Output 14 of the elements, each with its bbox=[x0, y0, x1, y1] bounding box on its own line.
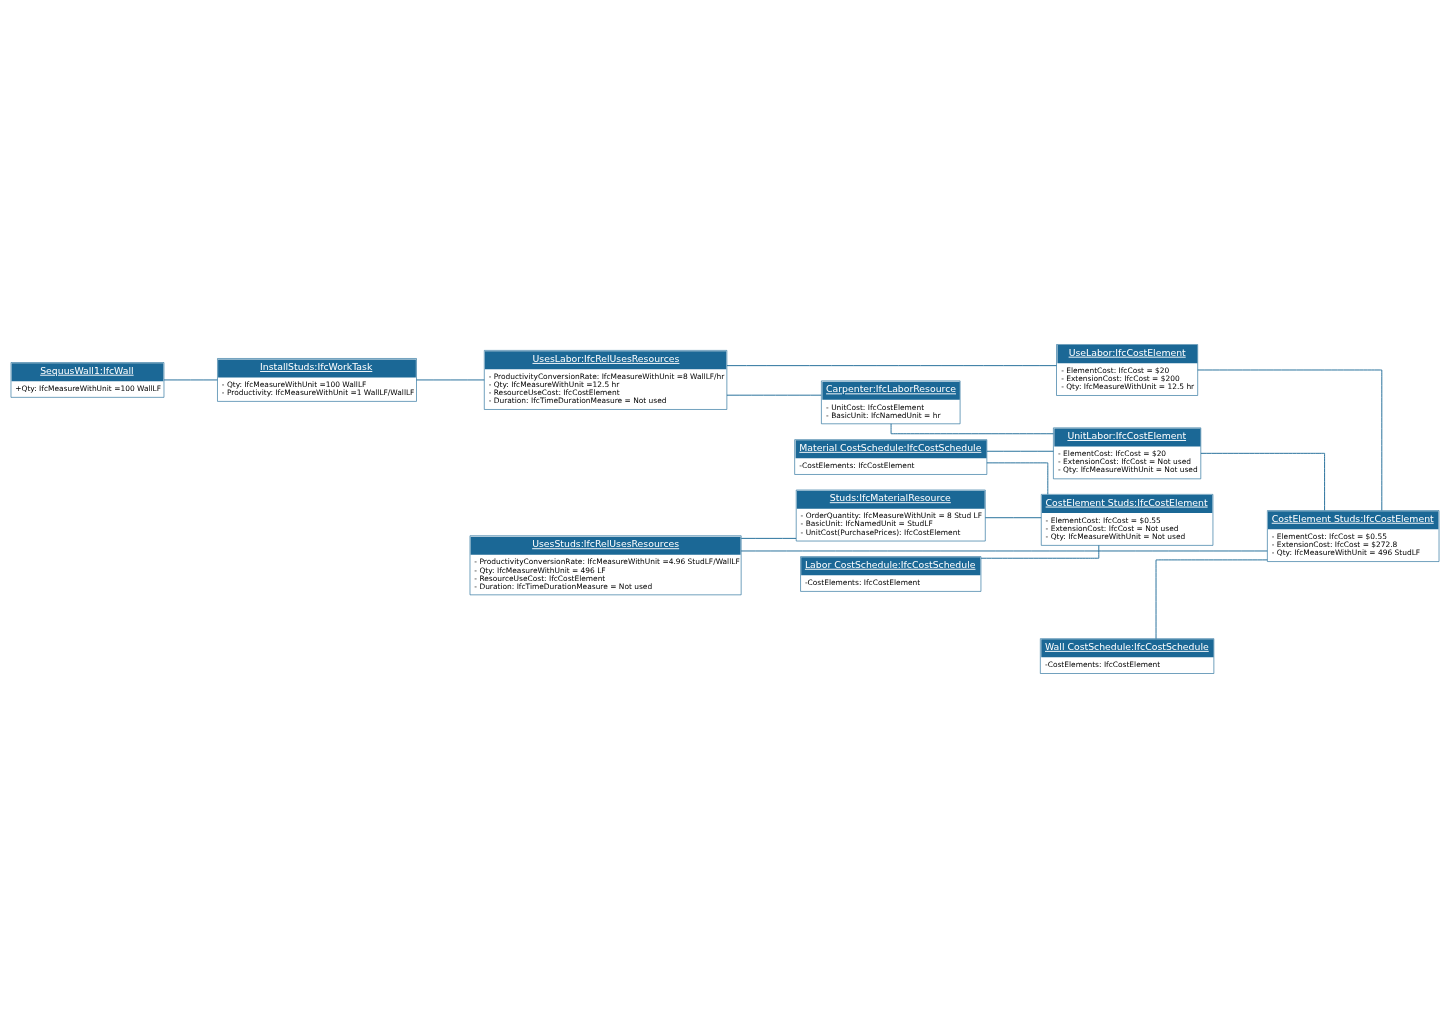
connector bbox=[1197, 369, 1383, 511]
connector bbox=[890, 423, 1054, 435]
connector bbox=[1200, 452, 1326, 511]
connector bbox=[163, 379, 218, 381]
connector bbox=[986, 450, 1054, 452]
connector bbox=[416, 379, 485, 381]
connector bbox=[740, 537, 797, 539]
connector bbox=[986, 462, 1049, 495]
connector bbox=[980, 545, 1100, 559]
connector bbox=[1155, 559, 1268, 640]
connector bbox=[726, 365, 1057, 367]
connector bbox=[726, 394, 822, 396]
connector bbox=[740, 550, 1268, 552]
connector bbox=[984, 517, 1042, 519]
